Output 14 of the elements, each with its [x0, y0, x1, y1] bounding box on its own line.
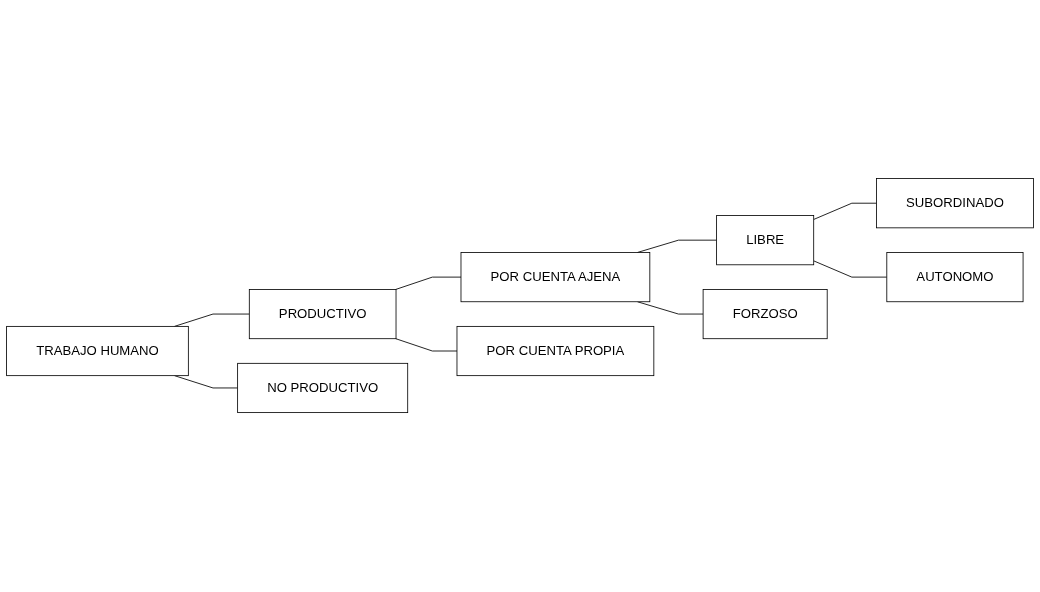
connector	[813, 260, 888, 278]
node-box: AUTONOMO	[886, 252, 1024, 303]
node-box: FORZOSO	[702, 289, 828, 340]
node-box: POR CUENTA AJENA	[460, 252, 651, 303]
connector	[174, 313, 250, 328]
node-box: POR CUENTA PROPIA	[456, 326, 655, 377]
node-box: NO PRODUCTIVO	[237, 363, 409, 414]
node-box: PRODUCTIVO	[248, 289, 397, 340]
node-box: TRABAJO HUMANO	[6, 326, 189, 377]
connector	[813, 203, 877, 221]
node-box: SUBORDINADO	[876, 178, 1034, 229]
node-box: LIBRE	[716, 215, 815, 266]
connector	[395, 338, 458, 352]
connector	[395, 277, 462, 291]
